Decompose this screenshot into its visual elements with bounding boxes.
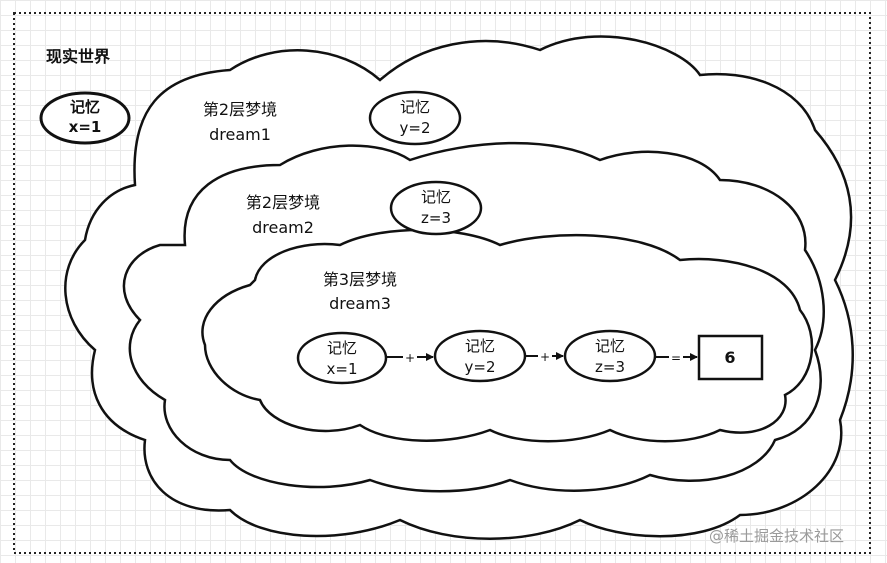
dream1-memory-value: y=2 (400, 119, 431, 137)
dream1-title: 第2层梦境 (203, 100, 277, 119)
operator-2: + (540, 350, 550, 364)
arrow-3-label-bg (669, 349, 683, 365)
dream2-memory-node (389, 180, 483, 236)
dream2-memory-value: z=3 (421, 209, 451, 227)
dream3-chain-label-3: 记忆 (595, 337, 625, 355)
dream3-chain-value-1: x=1 (327, 360, 358, 378)
dream3-title: 第3层梦境 (323, 270, 397, 289)
dream1-name: dream1 (209, 125, 271, 144)
dream3-name: dream3 (329, 294, 391, 313)
reality-memory-label: 记忆 (70, 98, 100, 116)
watermark: @稀土掘金技术社区 (709, 527, 844, 545)
dream2-memory-label: 记忆 (421, 188, 451, 206)
dream1-memory-label: 记忆 (400, 98, 430, 116)
dream1-memory-node (368, 90, 462, 146)
operator-1: + (405, 351, 415, 365)
dream3-result-value: 6 (724, 348, 735, 367)
dream2-title: 第2层梦境 (246, 193, 320, 212)
reality-memory-value: x=1 (69, 118, 102, 136)
dream3-chain-label-2: 记忆 (465, 337, 495, 355)
operator-3: = (671, 351, 681, 365)
dream2-name: dream2 (252, 218, 314, 237)
dream3-chain-value-3: z=3 (595, 358, 625, 376)
arrow-2-label-bg (538, 348, 552, 364)
dream3-chain-label-1: 记忆 (327, 339, 357, 357)
dream3-result-box (697, 334, 764, 381)
reality-frame (13, 12, 871, 554)
reality-memory-node (39, 91, 131, 145)
reality-title: 现实世界 (46, 47, 110, 66)
arrow-1-label-bg (403, 349, 417, 365)
dream3-chain-value-2: y=2 (465, 358, 496, 376)
